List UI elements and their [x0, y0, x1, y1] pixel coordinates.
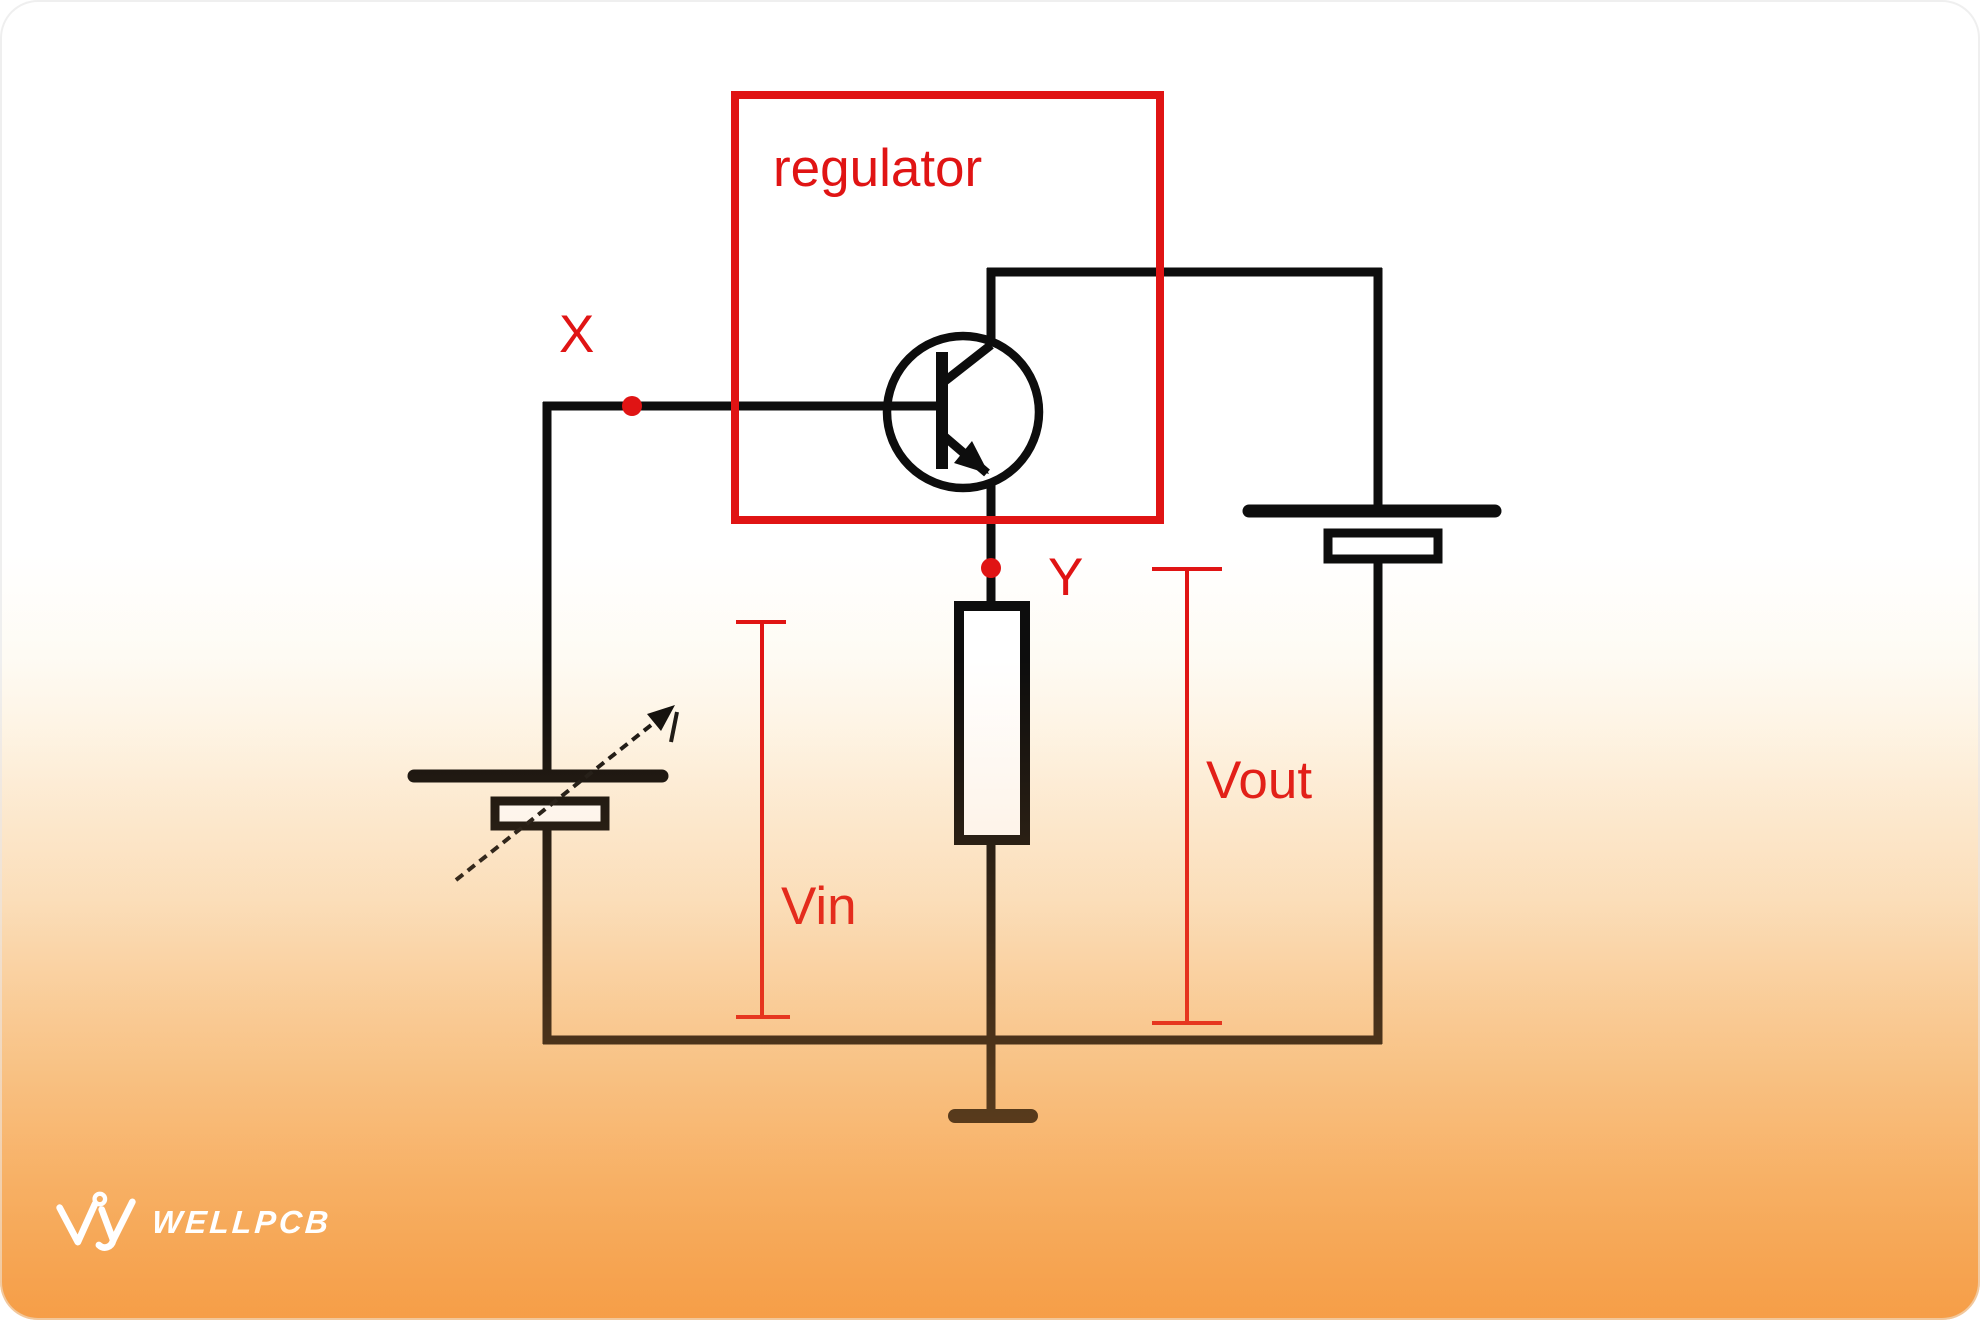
variable-arrow-shaft — [454, 716, 662, 882]
label-node-x: X — [559, 305, 595, 364]
variable-arrow-tail — [669, 711, 679, 743]
npn-pass-transistor — [882, 331, 1044, 493]
label-vout: Vout — [1206, 751, 1313, 810]
node-dot-y — [981, 558, 1001, 578]
transistor-collector-diagonal — [942, 341, 994, 385]
battery-short-plate — [1323, 528, 1443, 564]
label-vin: Vin — [781, 877, 857, 936]
vout-measure-bracket — [1152, 567, 1222, 1025]
regulator-box-outline — [731, 91, 1164, 524]
variable-dc-source-battery — [407, 705, 679, 882]
brand-name: WELLPCB — [150, 1203, 333, 1240]
transistor-emitter-arrow — [954, 441, 989, 474]
wellpcb-logo-icon — [56, 1191, 136, 1251]
variable-arrow-icon — [454, 705, 679, 882]
logo-right-v — [98, 1198, 136, 1244]
vin-measure-bracket — [736, 620, 790, 1019]
transistor-circle — [882, 331, 1044, 493]
logo-tail-hook — [95, 1236, 117, 1251]
logo-left-v — [56, 1200, 99, 1246]
label-regulator: regulator — [773, 139, 983, 198]
brand-logo: WELLPCB — [52, 1190, 333, 1254]
variable-arrow-head — [647, 705, 675, 731]
label-node-y: Y — [1048, 548, 1084, 607]
series-load-resistor — [954, 601, 1030, 845]
node-dot-x — [622, 396, 642, 416]
wires — [542, 267, 1383, 1110]
logo-node-dot — [92, 1191, 108, 1207]
output-dc-battery — [1242, 504, 1502, 564]
